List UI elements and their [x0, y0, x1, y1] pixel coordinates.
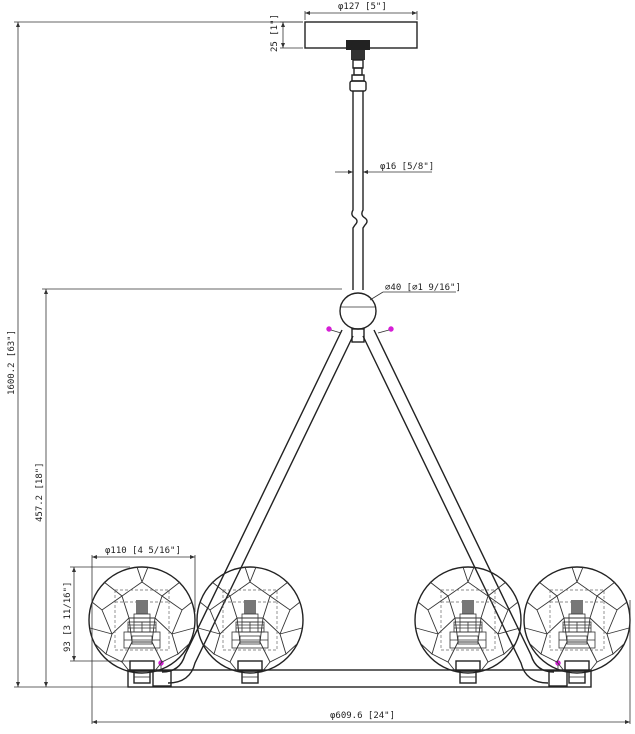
shade-height-label: 93 [3 11/16"] [63, 582, 73, 652]
base-bar [127, 660, 592, 688]
overall-height-label: 1600.2 [63"] [7, 330, 17, 395]
rod-diameter-label: φ16 [5/8"] [380, 162, 434, 172]
hub-diameter-label: ⌀40 [⌀1 9/16"] [385, 283, 461, 293]
arms [161, 329, 555, 684]
fixture-height-dimension: 457.2 [18"] [35, 288, 342, 687]
shade-dimensions: φ110 [4 5/16"] 93 [3 11/16"] [63, 546, 196, 724]
screw-marker-right [388, 326, 394, 332]
shade-3 [414, 566, 522, 684]
canopy: φ127 [5"] 25 [1"] [270, 2, 418, 92]
hub: ⌀40 [⌀1 9/16"] [326, 283, 461, 343]
screw-marker-left [326, 326, 332, 332]
canopy-height-label: 25 [1"] [270, 14, 280, 52]
shade-width-label: φ110 [4 5/16"] [105, 546, 181, 556]
canopy-width-label: φ127 [5"] [338, 2, 387, 12]
shade-4 [523, 566, 631, 684]
overall-width-label: φ609.6 [24"] [330, 711, 395, 721]
down-rod: φ16 [5/8"] [335, 91, 434, 290]
fixture-height-label: 457.2 [18"] [35, 462, 45, 522]
overall-width-dimension: φ609.6 [24"] [92, 600, 631, 724]
overall-height-dimension: 1600.2 [63"] [7, 21, 303, 688]
